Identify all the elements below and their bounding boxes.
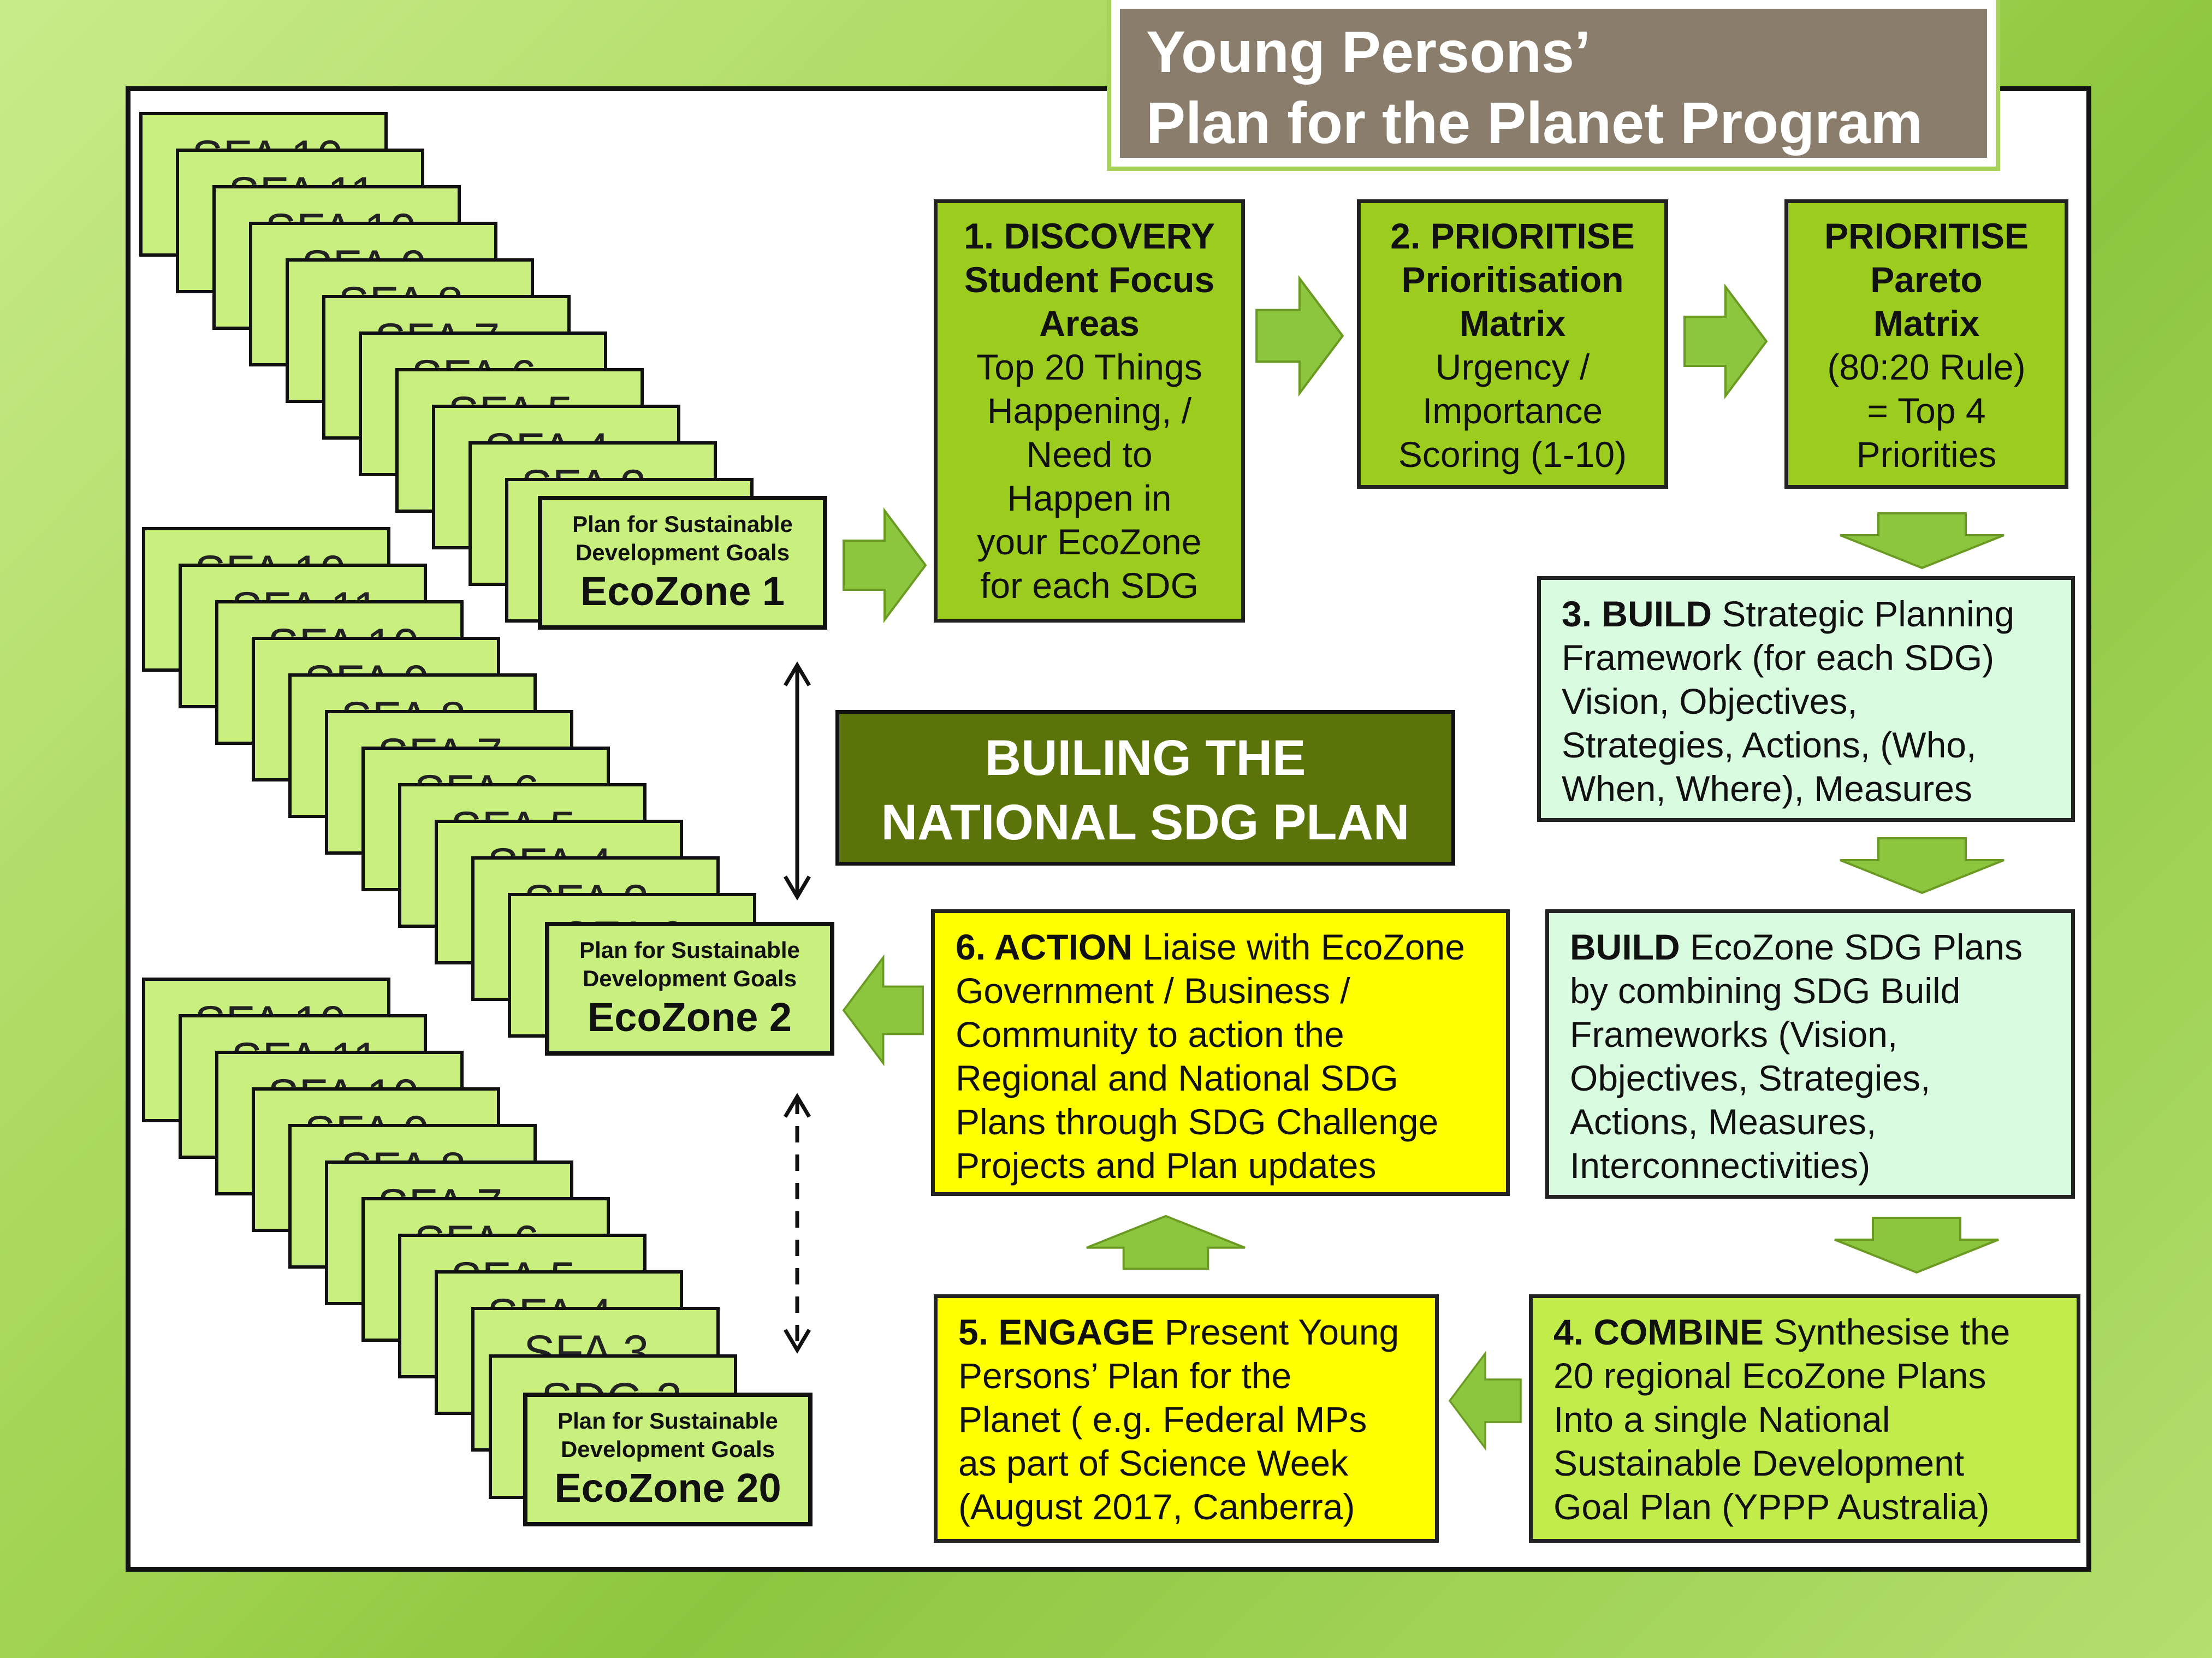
- step-text: Planet ( e.g. Federal MPs: [958, 1399, 1367, 1440]
- arrow-left-icon: [1448, 1351, 1522, 1451]
- step-text: (August 2017, Canberra): [958, 1487, 1355, 1527]
- ecozone-card-name: EcoZone 2: [587, 994, 792, 1040]
- step-text: Objectives, Strategies,: [1570, 1058, 1931, 1098]
- step-text: Into a single National: [1553, 1399, 1890, 1440]
- step-text: Importance: [1422, 390, 1603, 431]
- ecozone-card-subtitle: Development Goals: [582, 966, 797, 991]
- step-text: = Top 4: [1867, 390, 1986, 431]
- center-line-1: BUILING THE: [985, 730, 1306, 786]
- step-text: by combining SDG Build: [1570, 970, 1961, 1011]
- step-3-build: 3. BUILD Strategic Planning Framework (f…: [1537, 576, 2075, 822]
- step-text: Goal Plan (YPPP Australia): [1553, 1487, 1990, 1527]
- ecozone-card-name: EcoZone 20: [554, 1465, 781, 1511]
- step-text: Regional and National SDG: [956, 1058, 1398, 1098]
- title-line-1: Young Persons’: [1146, 19, 1591, 85]
- step-6-action: 6. ACTION Liaise with EcoZone Government…: [931, 909, 1510, 1196]
- step-text: Strategies, Actions, (Who,: [1562, 725, 1977, 765]
- step-text: Interconnectivities): [1570, 1145, 1871, 1186]
- step-text: When, Where), Measures: [1562, 768, 1972, 809]
- step-heading: Areas: [1039, 303, 1140, 344]
- step-heading: 6. ACTION: [956, 927, 1132, 967]
- arrow-up-icon: [1086, 1215, 1246, 1270]
- step-text: Persons’ Plan for the: [958, 1355, 1292, 1396]
- step-1-discovery: 1. DISCOVERY Student Focus Areas Top 20 …: [934, 199, 1245, 623]
- step-text: Present Young: [1154, 1312, 1399, 1352]
- step-heading: 5. ENGAGE: [958, 1312, 1155, 1352]
- step-text: Strategic Planning: [1712, 594, 2015, 634]
- ecozone-card-subtitle: Plan for Sustainable: [572, 511, 793, 537]
- page-title: Young Persons’ Plan for the Planet Progr…: [1111, 0, 1996, 167]
- double-arrow-icon: [783, 661, 811, 901]
- step-heading: Matrix: [1459, 303, 1566, 344]
- step-text: Vision, Objectives,: [1562, 681, 1858, 721]
- step-text: Government / Business /: [956, 970, 1350, 1011]
- step-text: Projects and Plan updates: [956, 1145, 1377, 1186]
- step-heading: 2. PRIORITISE: [1390, 216, 1635, 256]
- step-text: for each SDG: [980, 565, 1199, 606]
- step-text: Scoring (1-10): [1398, 434, 1627, 475]
- step-text: Need to: [1026, 434, 1153, 475]
- step-text: Sustainable Development: [1553, 1443, 1965, 1483]
- ecozone-card-subtitle: Development Goals: [560, 1436, 775, 1462]
- ecozone-2-card: Plan for Sustainable Development Goals E…: [545, 922, 834, 1056]
- step-heading: BUILD: [1570, 927, 1680, 967]
- ecozone-1-card: Plan for Sustainable Development Goals E…: [538, 496, 827, 630]
- step-2b-pareto: PRIORITISE Pareto Matrix (80:20 Rule) = …: [1784, 199, 2068, 489]
- step-text: Happen in: [1007, 478, 1172, 518]
- step-text: Urgency /: [1435, 347, 1590, 387]
- dashed-double-arrow-icon: [783, 1093, 811, 1354]
- arrow-right-icon: [1255, 275, 1344, 397]
- step-heading: 1. DISCOVERY: [964, 216, 1215, 256]
- step-text: Priorities: [1856, 434, 1997, 475]
- step-text: Frameworks (Vision,: [1570, 1014, 1898, 1055]
- step-text: Synthesise the: [1764, 1312, 2011, 1352]
- ecozone-card-subtitle: Plan for Sustainable: [558, 1408, 778, 1434]
- step-4-combine: 4. COMBINE Synthesise the 20 regional Ec…: [1529, 1294, 2080, 1543]
- step-2-prioritise: 2. PRIORITISE Prioritisation Matrix Urge…: [1357, 199, 1668, 489]
- arrow-down-icon: [1834, 1217, 1999, 1274]
- step-text: Actions, Measures,: [1570, 1102, 1877, 1142]
- step-text: Framework (for each SDG): [1562, 637, 1995, 678]
- step-text: EcoZone SDG Plans: [1680, 927, 2023, 967]
- step-text: Top 20 Things: [976, 347, 1202, 387]
- step-text: Liaise with EcoZone: [1132, 927, 1465, 967]
- step-text: 20 regional EcoZone Plans: [1553, 1355, 1986, 1396]
- center-label: BUILING THE NATIONAL SDG PLAN: [835, 710, 1455, 866]
- arrow-right-icon: [843, 507, 927, 623]
- step-text: as part of Science Week: [958, 1443, 1349, 1483]
- arrow-right-icon: [1683, 283, 1768, 399]
- step-heading: 4. COMBINE: [1553, 1312, 1764, 1352]
- step-heading: 3. BUILD: [1562, 594, 1712, 634]
- step-heading: Pareto: [1870, 259, 1983, 300]
- center-line-2: NATIONAL SDG PLAN: [881, 795, 1410, 850]
- step-text: Community to action the: [956, 1014, 1344, 1055]
- ecozone-20-card: Plan for Sustainable Development Goals E…: [523, 1393, 813, 1526]
- step-heading: Prioritisation: [1401, 259, 1624, 300]
- step-text: (80:20 Rule): [1827, 347, 2026, 387]
- step-3b-build-plans: BUILD EcoZone SDG Plans by combining SDG…: [1545, 909, 2075, 1199]
- step-heading: PRIORITISE: [1824, 216, 2029, 256]
- arrow-down-icon: [1840, 512, 2005, 570]
- ecozone-card-subtitle: Development Goals: [575, 540, 790, 565]
- ecozone-card-name: EcoZone 1: [580, 569, 785, 614]
- ecozone-card-subtitle: Plan for Sustainable: [579, 937, 800, 963]
- step-heading: Matrix: [1873, 303, 1980, 344]
- arrow-down-icon: [1840, 837, 2005, 895]
- step-heading: Student Focus: [964, 259, 1215, 300]
- step-text: Plans through SDG Challenge: [956, 1102, 1439, 1142]
- step-5-engage: 5. ENGAGE Present Young Persons’ Plan fo…: [934, 1294, 1439, 1543]
- step-text: your EcoZone: [977, 522, 1202, 562]
- arrow-left-icon: [842, 954, 924, 1067]
- title-line-2: Plan for the Planet Program: [1146, 90, 1923, 156]
- step-text: Happening, /: [987, 390, 1192, 431]
